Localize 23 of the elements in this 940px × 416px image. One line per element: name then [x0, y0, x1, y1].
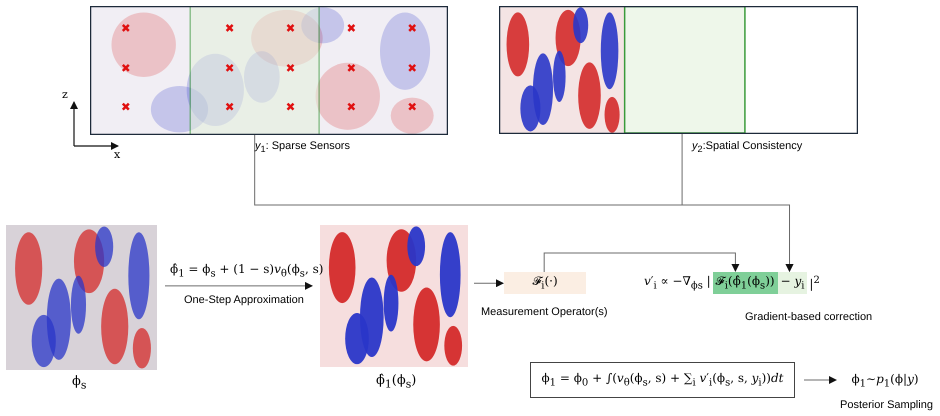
node-label: Measurement Operator(s) [481, 306, 608, 318]
arrow [682, 134, 794, 272]
arrow [474, 279, 504, 288]
formula-box: ϕ$_{1}$ = ϕ$_{0}$ + ∫(v$_{θ}$(ϕ$_{s}$, s) + ∑$_{i}$ v′$_{i}$(ϕ$_{s}$, s, y$_{i}$))dt [530, 362, 795, 398]
node-label: Posterior Sampling [840, 399, 933, 411]
node-label: Gradient-based correction [745, 311, 872, 323]
node-label: ϕ$_{s}$ [72, 374, 86, 392]
node-label: ϕ̂$_{1}$(ϕ$_{s}$) [376, 373, 416, 391]
node-label: y$_{1}$: Sparse Sensors [255, 140, 350, 154]
equation-text: |$^{2}$ [809, 275, 820, 291]
formula-text: ϕ$_{1}$~p$_{1}$(ϕ|y) [850, 372, 920, 390]
edge-label: ϕ̂$_{1}$ = ϕ$_{s}$ + (1 − s)v$_{θ}$(ϕ$_{s}$, s) [170, 262, 324, 280]
highlighted-term: 𝓕$_{i}$(ϕ̂$_{1}$(ϕ$_{s}$)) [712, 272, 778, 294]
node-label: y$_{2}$:Spatial Consistency [692, 140, 802, 154]
axis-label: z [62, 88, 68, 101]
arrow [804, 376, 837, 384]
axis-label: x [114, 148, 120, 161]
highlighted-term: − y$_{i}$ [778, 272, 808, 294]
arrow [164, 282, 313, 290]
arrow [544, 252, 740, 272]
formula-box: 𝓕$_{i}$(·) [504, 272, 586, 294]
step-caption: One-Step Approximation [184, 294, 304, 306]
equation-text: v′$_{i}$ ∝ −∇$_{ϕs}$ | [644, 274, 711, 292]
